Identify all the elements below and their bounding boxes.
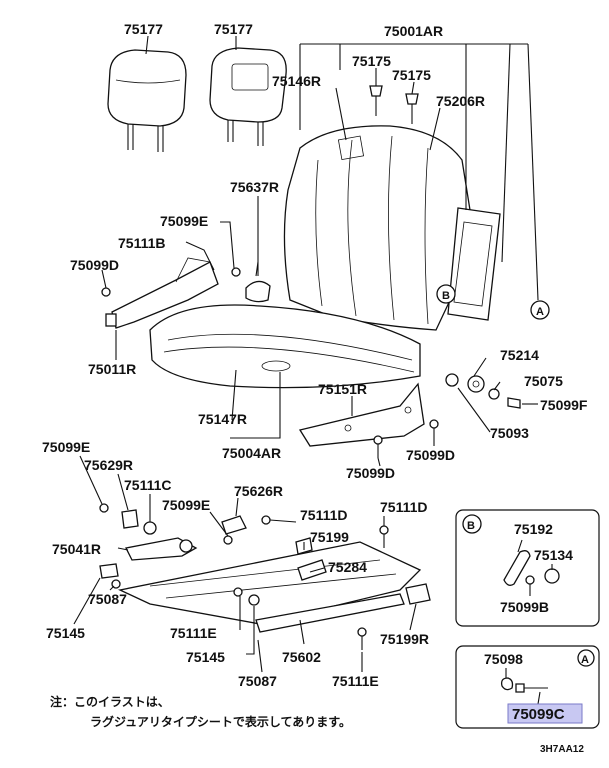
label-75099d-left[interactable]: 75099D — [70, 257, 119, 273]
note-line-1: 注：このイラストは、 — [50, 694, 170, 709]
label-75087-left[interactable]: 75087 — [88, 591, 127, 607]
label-75214[interactable]: 75214 — [500, 347, 539, 363]
label-75099d-mid[interactable]: 75099D — [346, 465, 395, 481]
callout-circle-b[interactable] — [436, 284, 456, 304]
note-line-2: ラグジュアリタイプシートで表示してあります。 — [90, 714, 351, 729]
bolts-75093[interactable] — [373, 419, 439, 458]
label-75087-bottom[interactable]: 75087 — [238, 673, 277, 689]
label-75099c[interactable]: 75099C — [512, 706, 565, 723]
bolt-75099e-top[interactable] — [231, 267, 241, 277]
label-75099e-mid[interactable]: 75099E — [162, 497, 210, 513]
label-75099b[interactable]: 75099B — [500, 599, 549, 615]
label-75111e-bottom[interactable]: 75111E — [332, 673, 379, 689]
clip-75192[interactable] — [503, 550, 531, 586]
label-75637r[interactable]: 75637R — [230, 179, 279, 195]
recliner-cover-75011r[interactable] — [105, 257, 219, 329]
callout-circle-a[interactable] — [530, 300, 550, 320]
label-75098[interactable]: 75098 — [484, 651, 523, 667]
label-75111b[interactable]: 75111B — [118, 235, 166, 251]
label-75175-b[interactable]: 75175 — [392, 67, 431, 83]
label-75001ar[interactable]: 75001AR — [384, 23, 443, 39]
headrest-left[interactable] — [107, 49, 187, 152]
inset-b-tag: B — [467, 520, 475, 532]
label-75075[interactable]: 75075 — [524, 373, 563, 389]
label-75111c[interactable]: 75111C — [124, 477, 172, 493]
label-75177-left[interactable]: 75177 — [124, 21, 163, 37]
label-75041r[interactable]: 75041R — [52, 541, 101, 557]
cap-75134[interactable] — [544, 568, 560, 584]
clip-75098[interactable] — [500, 677, 514, 691]
callout-a-letter: A — [536, 306, 544, 318]
label-75177-right[interactable]: 75177 — [214, 21, 253, 37]
label-75004ar[interactable]: 75004AR — [222, 445, 281, 461]
label-75145-left[interactable]: 75145 — [46, 625, 85, 641]
label-75199[interactable]: 75199 — [310, 529, 349, 545]
label-75099d-right[interactable]: 75099D — [406, 447, 455, 463]
label-75134[interactable]: 75134 — [534, 547, 573, 563]
inset-a[interactable]: A 75098 75099C — [455, 645, 600, 729]
label-75111e-left[interactable]: 75111E — [170, 625, 217, 641]
label-75626r[interactable]: 75626R — [234, 483, 283, 499]
callout-b-letter: B — [442, 290, 450, 302]
label-75284[interactable]: 75284 — [328, 559, 367, 575]
label-75206r[interactable]: 75206R — [436, 93, 485, 109]
label-75151r[interactable]: 75151R — [318, 381, 367, 397]
label-75099f[interactable]: 75099F — [540, 397, 588, 413]
figure-code: 3H7AA12 — [540, 744, 584, 755]
seat-cushion[interactable] — [149, 304, 421, 389]
washers-75214-75075[interactable] — [445, 373, 521, 409]
label-75099e-top[interactable]: 75099E — [160, 213, 208, 229]
inset-b[interactable]: B 75192 75134 75099B — [455, 509, 600, 627]
label-75192[interactable]: 75192 — [514, 521, 553, 537]
label-75147r[interactable]: 75147R — [198, 411, 247, 427]
seat-rails-75602[interactable] — [117, 541, 422, 633]
labels: 75177 75177 75001AR 75175 75175 75146R 7… — [42, 21, 588, 689]
label-75011r[interactable]: 75011R — [88, 361, 136, 377]
label-75111d-b[interactable]: 75111D — [380, 499, 428, 515]
small-parts-adjuster[interactable] — [99, 503, 431, 650]
label-75199r[interactable]: 75199R — [380, 631, 429, 647]
seat-back[interactable] — [283, 125, 471, 331]
pins-75175[interactable] — [369, 85, 419, 124]
screw-75099b[interactable] — [525, 575, 535, 585]
highlight-75099c — [507, 703, 583, 724]
label-75602[interactable]: 75602 — [282, 649, 321, 665]
bolt-75099d-left[interactable] — [101, 287, 111, 297]
lever-75041r[interactable] — [125, 537, 198, 561]
headrest-right[interactable] — [209, 47, 287, 146]
label-75111d-a[interactable]: 75111D — [300, 507, 348, 523]
side-bracket-75151r[interactable] — [298, 382, 425, 447]
label-75175-a[interactable]: 75175 — [352, 53, 391, 69]
inset-a-tag: A — [581, 654, 589, 666]
back-board[interactable] — [447, 207, 501, 321]
leader-lines — [73, 35, 539, 673]
label-75145-mid[interactable]: 75145 — [186, 649, 225, 665]
label-75099e-left[interactable]: 75099E — [42, 439, 90, 455]
label-75093[interactable]: 75093 — [490, 425, 529, 441]
label-75629r[interactable]: 75629R — [84, 457, 133, 473]
label-75146r[interactable]: 75146R — [272, 73, 321, 89]
